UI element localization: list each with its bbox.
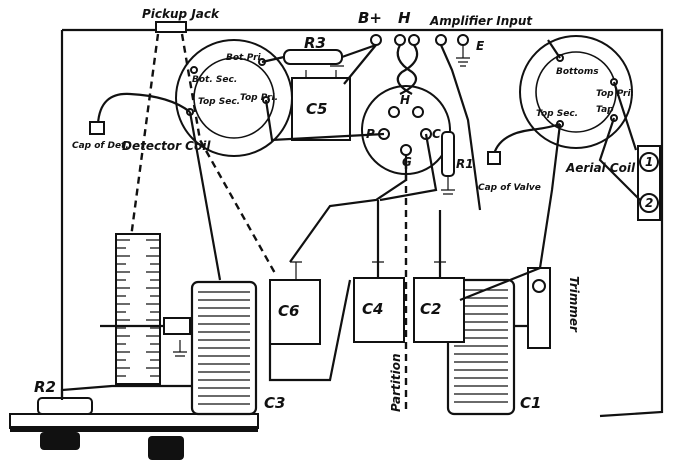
label-detector-coil: Detector Coil xyxy=(122,139,211,153)
heater-twisted-leads xyxy=(396,44,419,95)
terminal-amp-input xyxy=(435,34,447,46)
terminal-b-plus xyxy=(370,34,382,46)
terminal-1 xyxy=(639,152,659,172)
label-tap: Tap xyxy=(596,105,614,115)
resistor-r1 xyxy=(441,131,455,177)
valve-cap-lead xyxy=(492,122,561,155)
label-c4: C4 xyxy=(362,300,383,318)
c5-tags xyxy=(305,65,344,78)
label-b-plus: B+ xyxy=(358,9,382,27)
front-panel-shadow xyxy=(10,426,258,432)
tag-bot-sec xyxy=(190,66,198,74)
condenser-c6 xyxy=(269,279,321,345)
pickup-jack xyxy=(155,21,187,33)
label-c2: C2 xyxy=(420,300,441,318)
label-valve-h: H xyxy=(400,93,410,107)
aerial-coil-inner xyxy=(535,51,617,133)
label-r3: R3 xyxy=(304,34,326,52)
label-top-sec-right: Top Sec. xyxy=(536,109,578,119)
label-r1: R1 xyxy=(456,157,474,171)
terminal-h-2 xyxy=(408,34,420,46)
label-valve-p: P xyxy=(366,127,375,141)
spindle-bush xyxy=(163,317,191,335)
c3-plates xyxy=(198,291,250,405)
resistor-r3 xyxy=(283,49,343,65)
label-c5: C5 xyxy=(306,100,327,118)
valve-socket-h2 xyxy=(412,106,424,118)
baseboard-outline xyxy=(60,28,664,418)
label-top-pri-left: Top Pri. xyxy=(240,93,278,103)
front-panel xyxy=(9,413,259,429)
detector-coil-inner xyxy=(193,57,275,139)
label-r2: R2 xyxy=(34,378,56,396)
label-top-sec-left: Top Sec. xyxy=(198,97,240,107)
detector-cap-lead xyxy=(96,92,191,125)
wiring xyxy=(188,39,562,382)
terminal-h-1 xyxy=(394,34,406,46)
amp-input-lead xyxy=(439,44,482,211)
label-terminal-2: 2 xyxy=(645,196,653,210)
dial-scale xyxy=(115,233,161,385)
label-e: E xyxy=(476,39,485,53)
valve-socket-h1 xyxy=(388,106,400,118)
label-aerial-coil: Aerial Coil xyxy=(565,161,636,175)
label-top-pri-right: Top Pri. xyxy=(596,89,634,99)
terminal-strip xyxy=(370,34,470,67)
aerial-coil xyxy=(519,35,633,149)
label-trimmer: Trimmer xyxy=(567,276,581,333)
dial-scale-ticks xyxy=(116,239,160,377)
label-c1: C1 xyxy=(520,394,541,412)
label-pickup-jack: Pickup Jack xyxy=(142,7,220,21)
terminal-2 xyxy=(639,193,659,213)
earth-symbol-e xyxy=(456,45,470,67)
label-valve-c: C xyxy=(432,127,441,141)
label-c6: C6 xyxy=(278,302,299,320)
cap-of-det xyxy=(89,121,105,135)
valve-socket-g xyxy=(400,144,412,156)
detector-coil xyxy=(175,39,293,157)
label-cap-of-valve: Cap of Valve xyxy=(478,183,541,193)
rheostat-r2 xyxy=(37,397,93,415)
label-bot-sec: Bot. Sec. xyxy=(192,75,237,85)
r3-leads xyxy=(261,43,377,64)
pickup-jack-dashed-lead-2 xyxy=(180,33,278,276)
label-partition: Partition xyxy=(389,353,403,412)
label-c3: C3 xyxy=(264,394,285,412)
label-amp-input: Amplifier Input xyxy=(429,14,533,28)
knob-left xyxy=(40,432,80,450)
label-bot-pri: Bot.Pri. xyxy=(226,53,264,63)
label-terminal-1: 1 xyxy=(645,155,653,169)
detector-earth xyxy=(173,340,187,357)
cap-of-valve xyxy=(487,151,501,165)
aerial-coil-outer xyxy=(519,35,633,149)
label-cap-of-det: Cap of Det. xyxy=(72,141,129,151)
aerial-leads xyxy=(598,81,641,201)
label-valve-g: G xyxy=(402,155,412,169)
r2-leads xyxy=(60,384,192,400)
r1-earth xyxy=(441,176,455,195)
knob-bottom xyxy=(148,436,184,460)
terminal-e xyxy=(457,34,469,46)
c1-plates xyxy=(454,289,508,403)
label-h: H xyxy=(398,9,411,27)
trimmer-screw xyxy=(532,279,546,293)
condenser-c5 xyxy=(291,77,351,141)
label-bottoms: Bottoms xyxy=(556,67,599,77)
